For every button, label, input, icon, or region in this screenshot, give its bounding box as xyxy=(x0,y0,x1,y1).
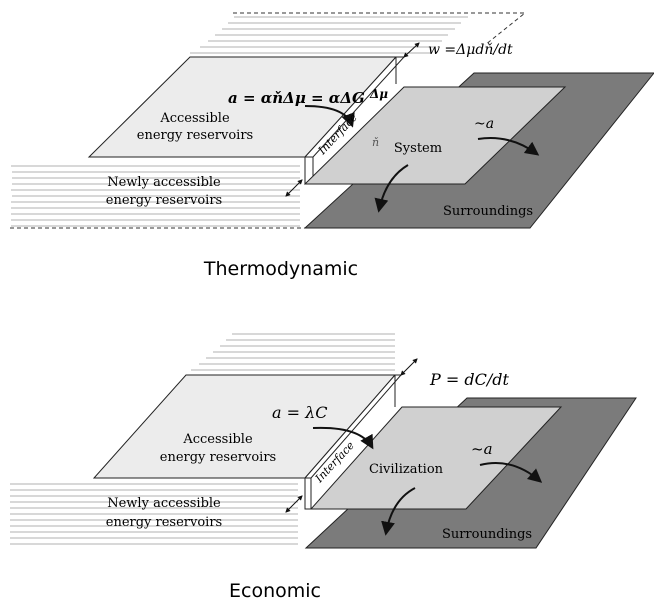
flow-equation: a = λC xyxy=(272,403,328,422)
surroundings-label: Surroundings xyxy=(443,204,533,219)
interface-wall-front xyxy=(304,477,312,510)
output-flow-arrow xyxy=(479,462,543,483)
top-double-arrow xyxy=(403,42,420,58)
input-flow-arrow xyxy=(304,105,355,128)
accessible-label-line-1: Accessible xyxy=(159,111,230,126)
top-equation: P = dC/dt xyxy=(429,370,509,389)
top-equation: w =Δμdň/dt xyxy=(428,42,513,58)
n-label: ň xyxy=(372,136,379,149)
panel-caption: Economic xyxy=(229,580,321,602)
civilization-label: Civilization xyxy=(369,462,444,477)
surroundings-label: Surroundings xyxy=(442,527,532,542)
accessible-label-line-2: energy reservoirs xyxy=(137,128,253,143)
bottom-double-arrow xyxy=(285,179,303,197)
thermodynamic-panel: w =Δμdň/dt a = αňΔμ = αΔG Δμ Accessible … xyxy=(10,12,654,280)
accessible-label-line-1: Accessible xyxy=(182,432,253,447)
top-double-arrow xyxy=(400,358,418,376)
system-plane xyxy=(303,86,567,185)
system-label: System xyxy=(394,141,442,156)
bottom-double-arrow xyxy=(285,495,303,513)
output-label: ~a xyxy=(474,116,494,132)
output-label: ~a xyxy=(471,440,493,458)
newly-reservoir-lines xyxy=(11,165,300,227)
newly-label-line-2: energy reservoirs xyxy=(106,515,222,530)
newly-reservoir-lines xyxy=(10,483,298,545)
accessible-label-line-2: energy reservoirs xyxy=(160,450,276,465)
output-flow-arrow xyxy=(477,137,540,156)
newly-label-line-2: energy reservoirs xyxy=(106,193,222,208)
input-flow-arrow xyxy=(312,426,374,450)
downward-flow-arrow xyxy=(381,487,416,536)
delta-mu-label: Δμ xyxy=(369,87,388,101)
civilization-plane xyxy=(309,406,563,510)
downward-flow-arrow xyxy=(374,164,409,213)
newly-label-line-1: Newly accessible xyxy=(107,175,221,190)
flow-equation: a = αňΔμ = αΔG xyxy=(228,89,365,107)
top-reservoir-lines xyxy=(190,16,468,54)
economic-panel: P = dC/dt a = λC Accessible energy reser… xyxy=(10,333,637,602)
top-reservoir-lines xyxy=(191,333,395,371)
newly-label-line-1: Newly accessible xyxy=(107,496,221,511)
panel-caption: Thermodynamic xyxy=(203,258,358,280)
